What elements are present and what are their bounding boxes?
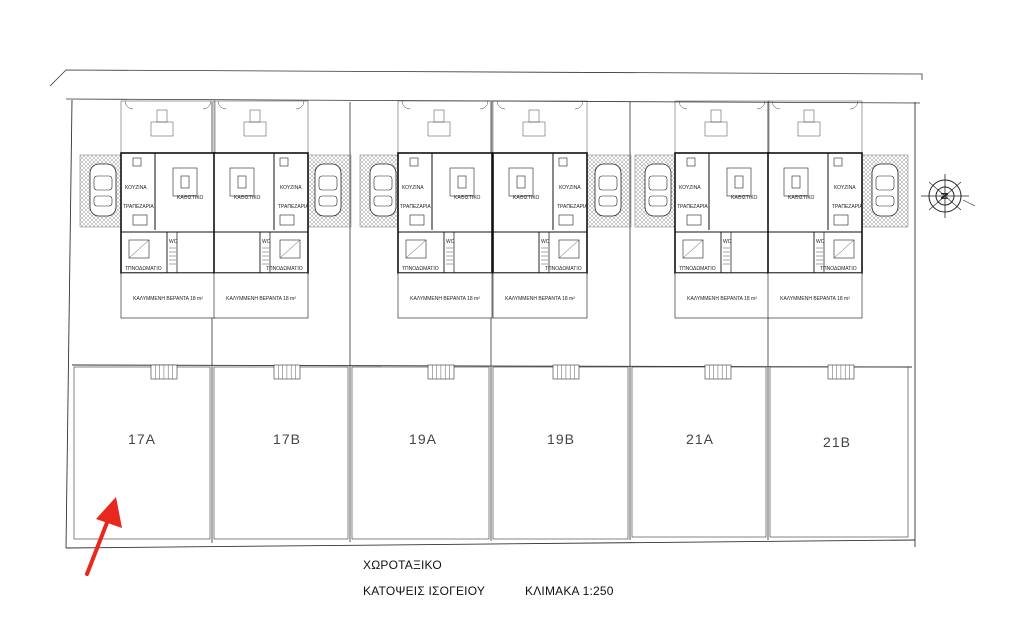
veranda-label: ΚΑΛΥΜΜΕΝΗ ΒΕΡΑΝΤΑ 18 m² bbox=[505, 296, 575, 302]
room-kitchen: ΚΟΥΖΙΝΑ bbox=[679, 185, 701, 191]
veranda-label: ΚΑΛΥΜΜΕΝΗ ΒΕΡΑΝΤΑ 18 m² bbox=[133, 296, 203, 302]
room-kitchen: ΚΟΥΖΙΝΑ bbox=[559, 185, 581, 191]
veranda-label: ΚΑΛΥΜΜΕΝΗ ΒΕΡΑΝΤΑ 18 m² bbox=[410, 296, 480, 302]
caption-subtitle: ΚΑΤΟΨΕΙΣ ΙΣΟΓΕΙΟΥ bbox=[363, 584, 486, 598]
red-arrow-icon bbox=[85, 497, 122, 576]
room-bedroom: ΤΠΝΟΔΩΜΑΤΙΟ bbox=[820, 266, 857, 272]
room-kitchen: ΚΟΥΖΙΝΑ bbox=[834, 185, 856, 191]
room-dining: ΤΡΑΠΕΖΑΡΙΑ bbox=[278, 204, 309, 210]
compass-label: N bbox=[938, 192, 949, 199]
room-living: ΚΑΘΙΣΤΙΚΟ bbox=[788, 195, 815, 201]
carport-5 bbox=[861, 154, 909, 228]
house-21b: ΚΟΥΖΙΝΑ ΤΡΑΠΕΖΑΡΙΑ ΚΑΘΙΣΤΙΚΟ WC ΤΠΝΟΔΩΜΑΤΙΟ Κ… bbox=[767, 100, 863, 380]
plot-label-21b: 21B bbox=[823, 434, 851, 450]
plot-label-19a: 19A bbox=[409, 431, 437, 447]
room-wc: WC bbox=[262, 239, 271, 245]
room-bedroom: ΤΠΝΟΔΩΜΑΤΙΟ bbox=[545, 266, 582, 272]
room-wc: WC bbox=[816, 239, 825, 245]
house-21a: ΚΟΥΖΙΝΑ ΤΡΑΠΕΖΑΡΙΑ ΚΑΘΙΣΤΙΚΟ WC ΤΠΝΟΔΩΜΑΤΙΟ Κ… bbox=[674, 100, 770, 380]
caption-scale: ΚΛΙΜΑΚΑ 1:250 bbox=[525, 584, 614, 598]
house-19a: ΚΟΥΖΙΝΑ ΤΡΑΠΕΖΑΡΙΑ ΚΑΘΙΣΤΙΚΟ WC ΤΠΝΟΔΩΜΑΤΙΟ Κ… bbox=[397, 100, 493, 380]
carport-0 bbox=[79, 154, 127, 228]
carport-1 bbox=[304, 154, 352, 228]
room-kitchen: ΚΟΥΖΙΝΑ bbox=[125, 185, 147, 191]
veranda-label: ΚΑΛΥΜΜΕΝΗ ΒΕΡΑΝΤΑ 18 m² bbox=[687, 296, 757, 302]
room-dining: ΤΡΑΠΕΖΑΡΙΑ bbox=[677, 204, 708, 210]
carport-3 bbox=[584, 154, 632, 228]
north-compass-icon: N bbox=[921, 174, 976, 218]
house-17a: ΚΟΥΖΙΝΑ ΤΡΑΠΕΖΑΡΙΑ ΚΑΘΙΣΤΙΚΟ WC ΤΠΝΟΔΩΜΑΤΙΟ Κ… bbox=[120, 100, 216, 380]
room-wc: WC bbox=[446, 239, 455, 245]
room-dining: ΤΡΑΠΕΖΑΡΙΑ bbox=[123, 204, 154, 210]
room-wc: WC bbox=[723, 239, 732, 245]
veranda-label: ΚΑΛΥΜΜΕΝΗ ΒΕΡΑΝΤΑ 18 m² bbox=[226, 296, 296, 302]
car-icon bbox=[369, 163, 397, 217]
room-kitchen: ΚΟΥΖΙΝΑ bbox=[280, 185, 302, 191]
car-icon bbox=[644, 163, 672, 217]
room-bedroom: ΤΠΝΟΔΩΜΑΤΙΟ bbox=[125, 266, 162, 272]
room-wc: WC bbox=[541, 239, 550, 245]
car-icon bbox=[89, 163, 117, 217]
car-icon bbox=[871, 163, 899, 217]
room-wc: WC bbox=[169, 239, 178, 245]
room-bedroom: ΤΠΝΟΔΩΜΑΤΙΟ bbox=[679, 266, 716, 272]
room-living: ΚΑΘΙΣΤΙΚΟ bbox=[454, 195, 481, 201]
room-bedroom: ΤΠΝΟΔΩΜΑΤΙΟ bbox=[266, 266, 303, 272]
room-kitchen: ΚΟΥΖΙΝΑ bbox=[402, 185, 424, 191]
room-living: ΚΑΘΙΣΤΙΚΟ bbox=[177, 195, 204, 201]
caption-title: ΧΩΡΟΤΑΞΙΚΟ bbox=[363, 558, 442, 572]
plot-label-17a: 17A bbox=[128, 431, 156, 447]
room-dining: ΤΡΑΠΕΖΑΡΙΑ bbox=[832, 204, 863, 210]
plot-label-19b: 19B bbox=[547, 431, 575, 447]
road-boundary bbox=[49, 69, 923, 104]
veranda-label: ΚΑΛΥΜΜΕΝΗ ΒΕΡΑΝΤΑ 18 m² bbox=[780, 296, 850, 302]
plot-label-21a: 21A bbox=[686, 431, 714, 447]
room-bedroom: ΤΠΝΟΔΩΜΑΤΙΟ bbox=[402, 266, 439, 272]
room-living: ΚΑΘΙΣΤΙΚΟ bbox=[234, 195, 261, 201]
house-19b: ΚΟΥΖΙΝΑ ΤΡΑΠΕΖΑΡΙΑ ΚΑΘΙΣΤΙΚΟ WC ΤΠΝΟΔΩΜΑΤΙΟ Κ… bbox=[492, 100, 588, 380]
room-living: ΚΑΘΙΣΤΙΚΟ bbox=[731, 195, 758, 201]
carport-4 bbox=[634, 154, 682, 228]
plot-label-17b: 17B bbox=[273, 431, 301, 447]
room-dining: ΤΡΑΠΕΖΑΡΙΑ bbox=[557, 204, 588, 210]
car-icon bbox=[594, 163, 622, 217]
room-living: ΚΑΘΙΣΤΙΚΟ bbox=[513, 195, 540, 201]
car-icon bbox=[314, 163, 342, 217]
room-dining: ΤΡΑΠΕΖΑΡΙΑ bbox=[400, 204, 431, 210]
house-17b: ΚΟΥΖΙΝΑ ΤΡΑΠΕΖΑΡΙΑ ΚΑΘΙΣΤΙΚΟ WC ΤΠΝΟΔΩΜΑΤΙΟ Κ… bbox=[213, 100, 309, 380]
